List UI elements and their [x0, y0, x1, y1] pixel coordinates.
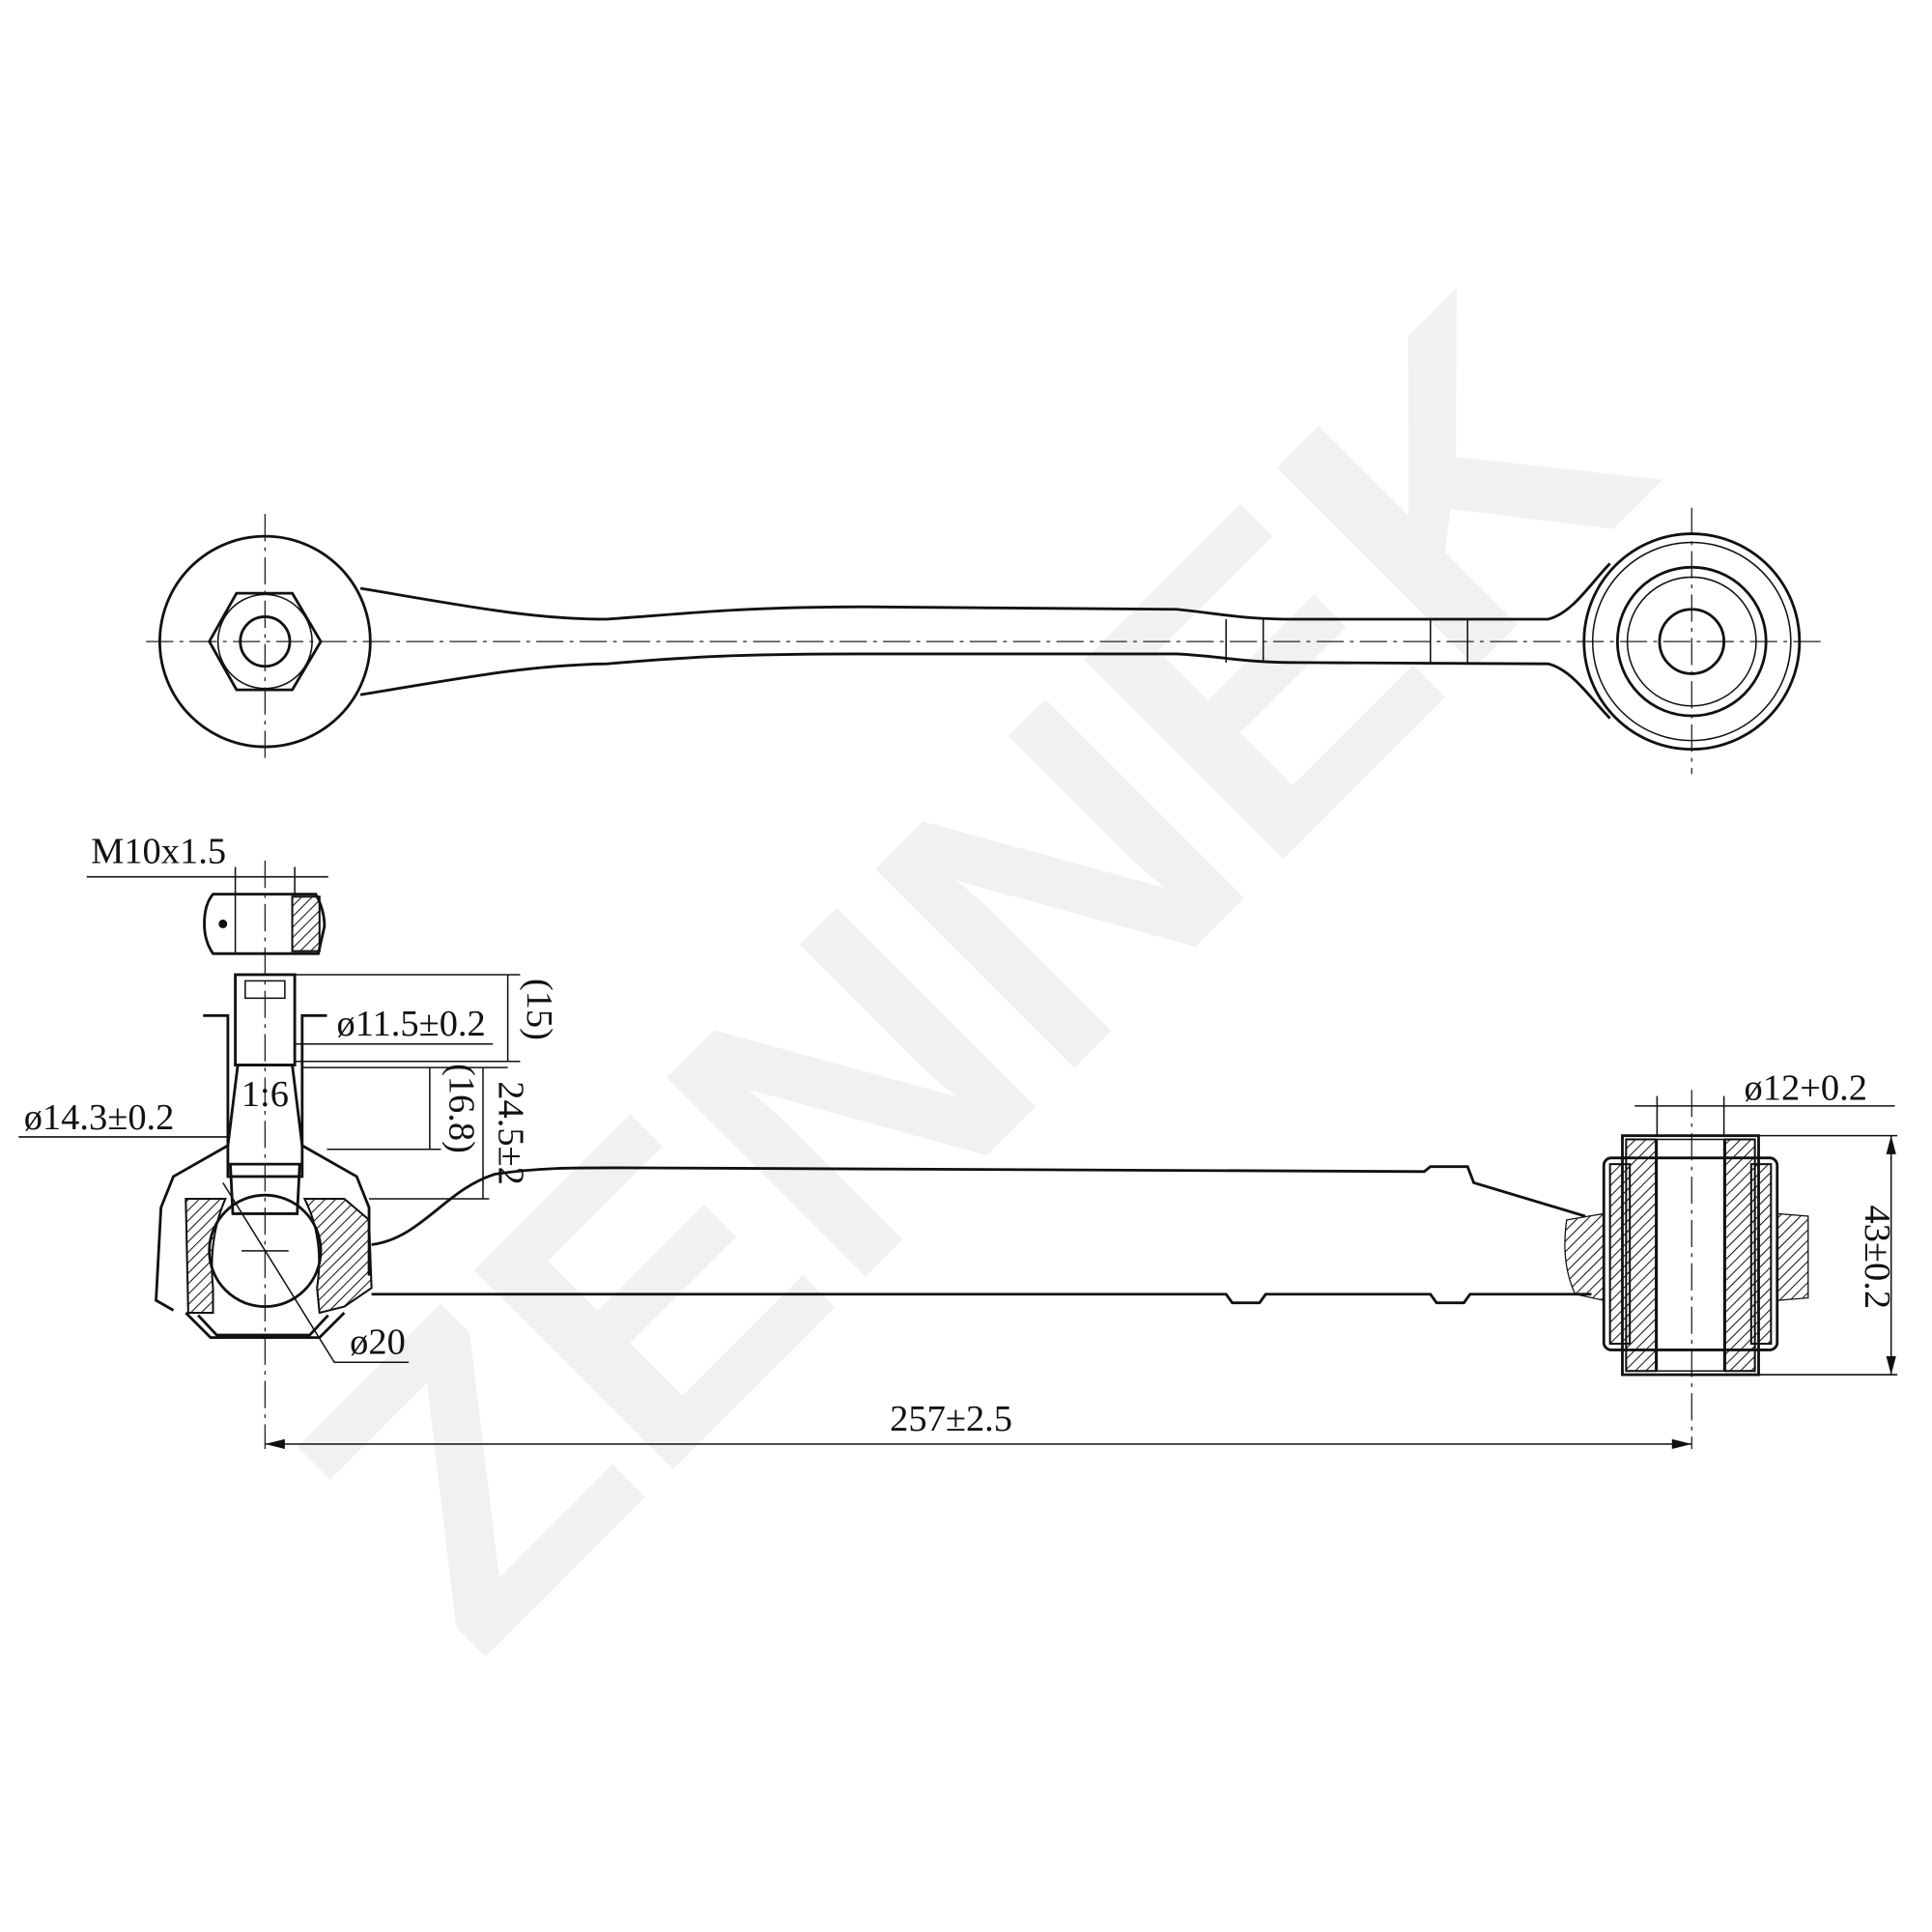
ball-diameter-label: ø20	[350, 1321, 406, 1362]
top-view	[146, 507, 1824, 775]
bushing-width-label: 43±0.2	[1857, 1205, 1897, 1309]
bushing-bore-label: ø12+0.2	[1745, 1067, 1867, 1108]
stud-length-label: (15)	[519, 979, 559, 1040]
bushing-section	[1602, 1134, 1809, 1377]
taper-label: 1:6	[242, 1074, 289, 1115]
hex-nut-icon	[208, 591, 323, 692]
dimensions: M10x1.5 (15) ø11.5±0.2 (16.8) 24.5±2 1:6…	[18, 832, 1898, 1449]
height-label: 24.5±2	[491, 1081, 531, 1185]
center-distance-label: 257±2.5	[890, 1399, 1012, 1439]
side-view	[155, 861, 1809, 1450]
right-eye-bushing	[1582, 532, 1802, 752]
stud-diameter-label: ø11.5±0.2	[337, 1004, 486, 1044]
watermark-logo: ZENNEK	[215, 215, 1726, 1726]
thread-label: M10x1.5	[91, 832, 226, 872]
left-eye-circle	[157, 534, 372, 749]
taper-length-label: (16.8)	[440, 1064, 481, 1153]
taper-diameter-label: ø14.3±0.2	[24, 1097, 175, 1138]
nut	[203, 893, 327, 955]
